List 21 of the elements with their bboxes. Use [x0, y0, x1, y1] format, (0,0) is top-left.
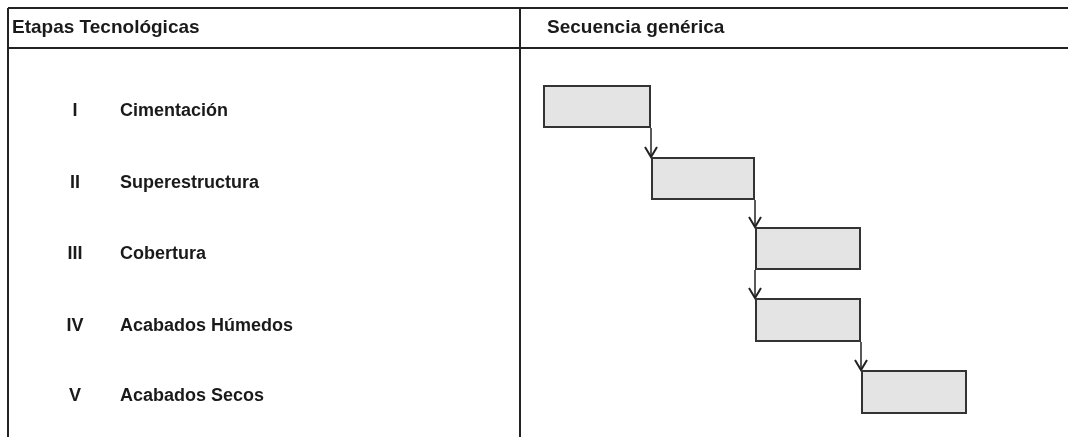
stage-name: Superestructura — [120, 171, 260, 194]
column-header: Secuencia genérica — [547, 15, 725, 39]
arrow — [748, 269, 762, 299]
task-bar — [861, 370, 967, 414]
stage-name: Acabados Secos — [120, 384, 265, 407]
arrow — [854, 341, 868, 371]
stage-name: Acabados Húmedos — [120, 314, 294, 337]
stage-numeral: I — [71, 99, 79, 122]
task-bar — [651, 157, 755, 200]
task-bar — [755, 227, 861, 270]
stage-name: Cobertura — [120, 242, 206, 265]
stage-numeral: IV — [65, 314, 85, 337]
arrow — [644, 127, 658, 158]
task-bar — [755, 298, 861, 342]
arrow — [748, 199, 762, 228]
stage-name: Cimentación — [120, 99, 229, 122]
column-header: Etapas Tecnológicas — [12, 15, 200, 39]
stage-numeral: V — [68, 384, 82, 407]
stage-numeral: II — [69, 171, 81, 194]
stage-numeral: III — [66, 242, 84, 265]
task-bar — [543, 85, 651, 128]
